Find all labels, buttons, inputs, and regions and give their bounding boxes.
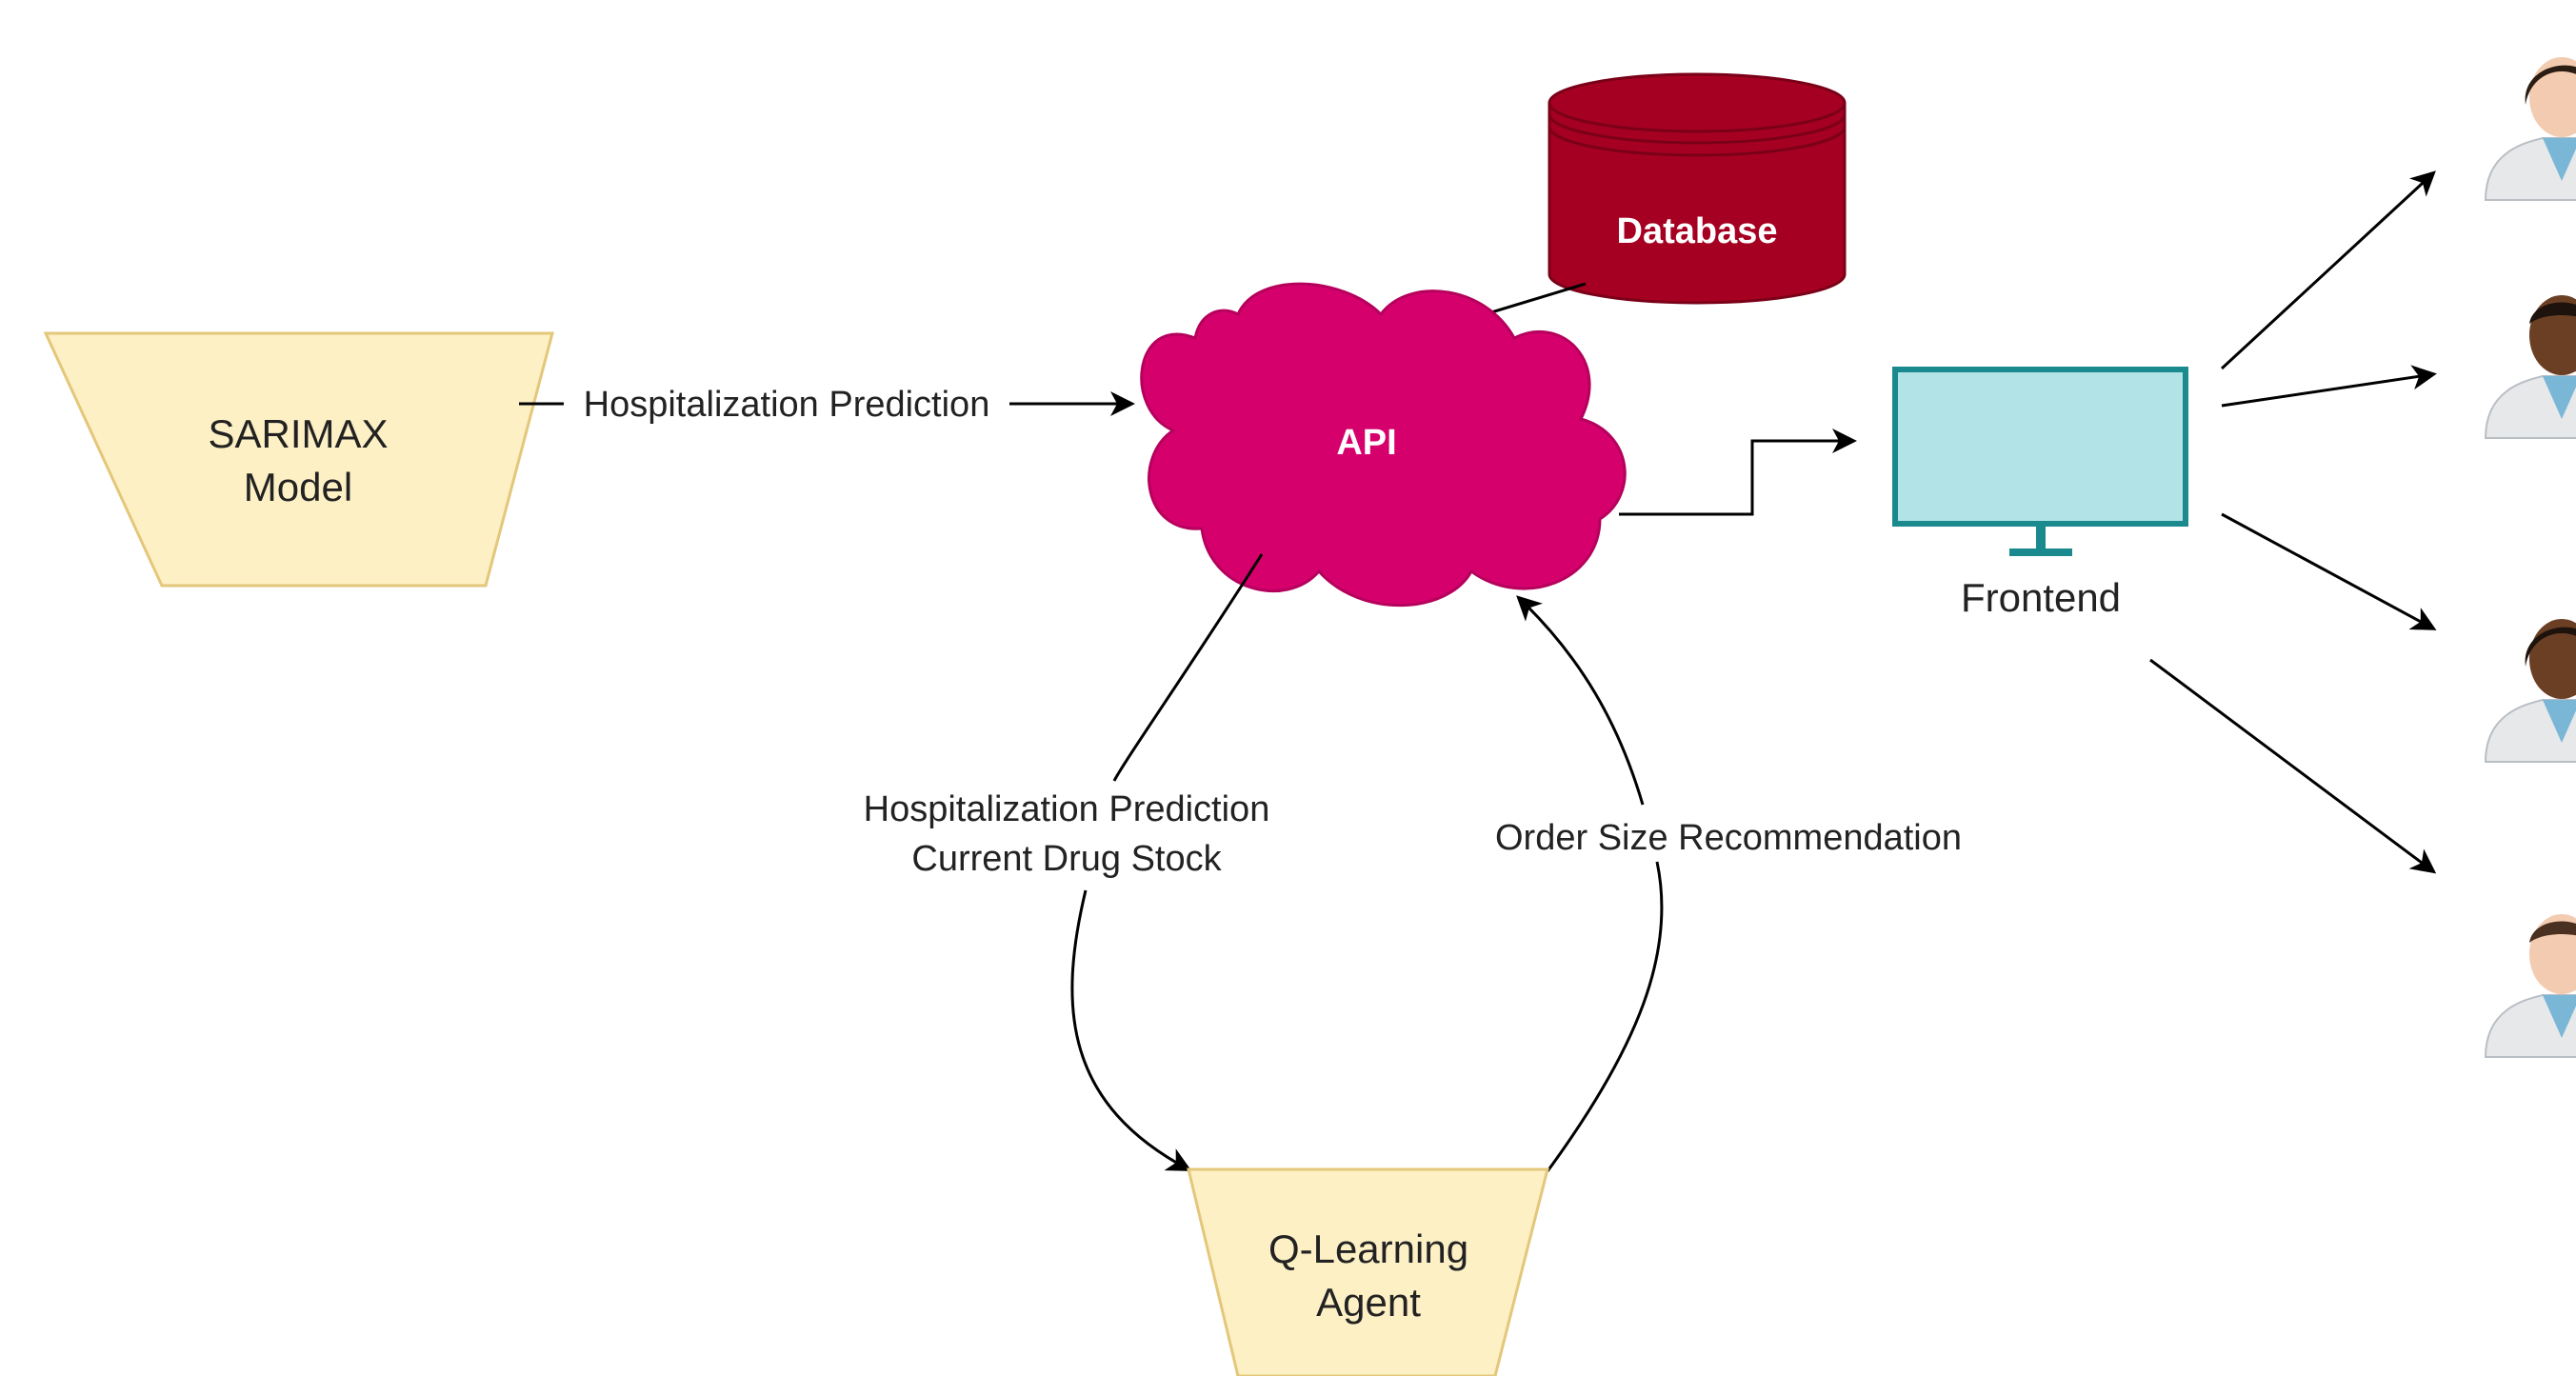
edge-label-current-drug-stock: Current Drug Stock xyxy=(911,839,1222,879)
monitor-icon xyxy=(1892,367,2188,556)
edge-api-to-agent: Hospitalization Prediction Current Drug … xyxy=(864,553,1270,1171)
database-label: Database xyxy=(1617,211,1778,251)
edge-label-hospitalization-prediction: Hospitalization Prediction xyxy=(584,385,990,425)
qlearning-node[interactable]: Q-Learning Agent xyxy=(1187,1167,1549,1376)
qlearning-label-line2: Agent xyxy=(1316,1280,1421,1325)
sarimax-node[interactable]: SARIMAX Model xyxy=(43,331,554,588)
sarimax-label-line1: SARIMAX xyxy=(208,411,388,456)
edge-to-user-4 xyxy=(2149,658,2437,874)
api-label: API xyxy=(1336,423,1396,463)
edge-label-order-size-recommendation: Order Size Recommendation xyxy=(1495,818,1962,858)
edge-agent-to-api: Order Size Recommendation xyxy=(1495,595,1962,1172)
edge-to-user-1 xyxy=(2220,170,2436,370)
edge-to-user-2 xyxy=(2221,365,2437,408)
frontend-label: Frontend xyxy=(1961,575,2121,620)
sarimax-label-line2: Model xyxy=(244,465,352,509)
doctor-male-dark-icon xyxy=(2484,295,2576,439)
edge-label-hospitalization-prediction-agent: Hospitalization Prediction xyxy=(864,789,1270,829)
frontend-node[interactable]: Frontend xyxy=(1892,367,2188,620)
qlearning-label-line1: Q-Learning xyxy=(1268,1226,1468,1271)
edges-frontend-to-users xyxy=(2149,170,2437,874)
edge-to-user-3 xyxy=(2221,512,2437,630)
doctor-female-dark-icon xyxy=(2484,619,2576,763)
api-node[interactable]: API xyxy=(1140,282,1627,608)
edge-api-to-frontend xyxy=(1619,429,1857,516)
doctor-male-icon xyxy=(2484,914,2576,1058)
database-node[interactable]: Database xyxy=(1548,72,1847,305)
edge-sarimax-to-api: Hospitalization Prediction xyxy=(519,385,1135,425)
doctor-female-icon xyxy=(2484,57,2576,201)
